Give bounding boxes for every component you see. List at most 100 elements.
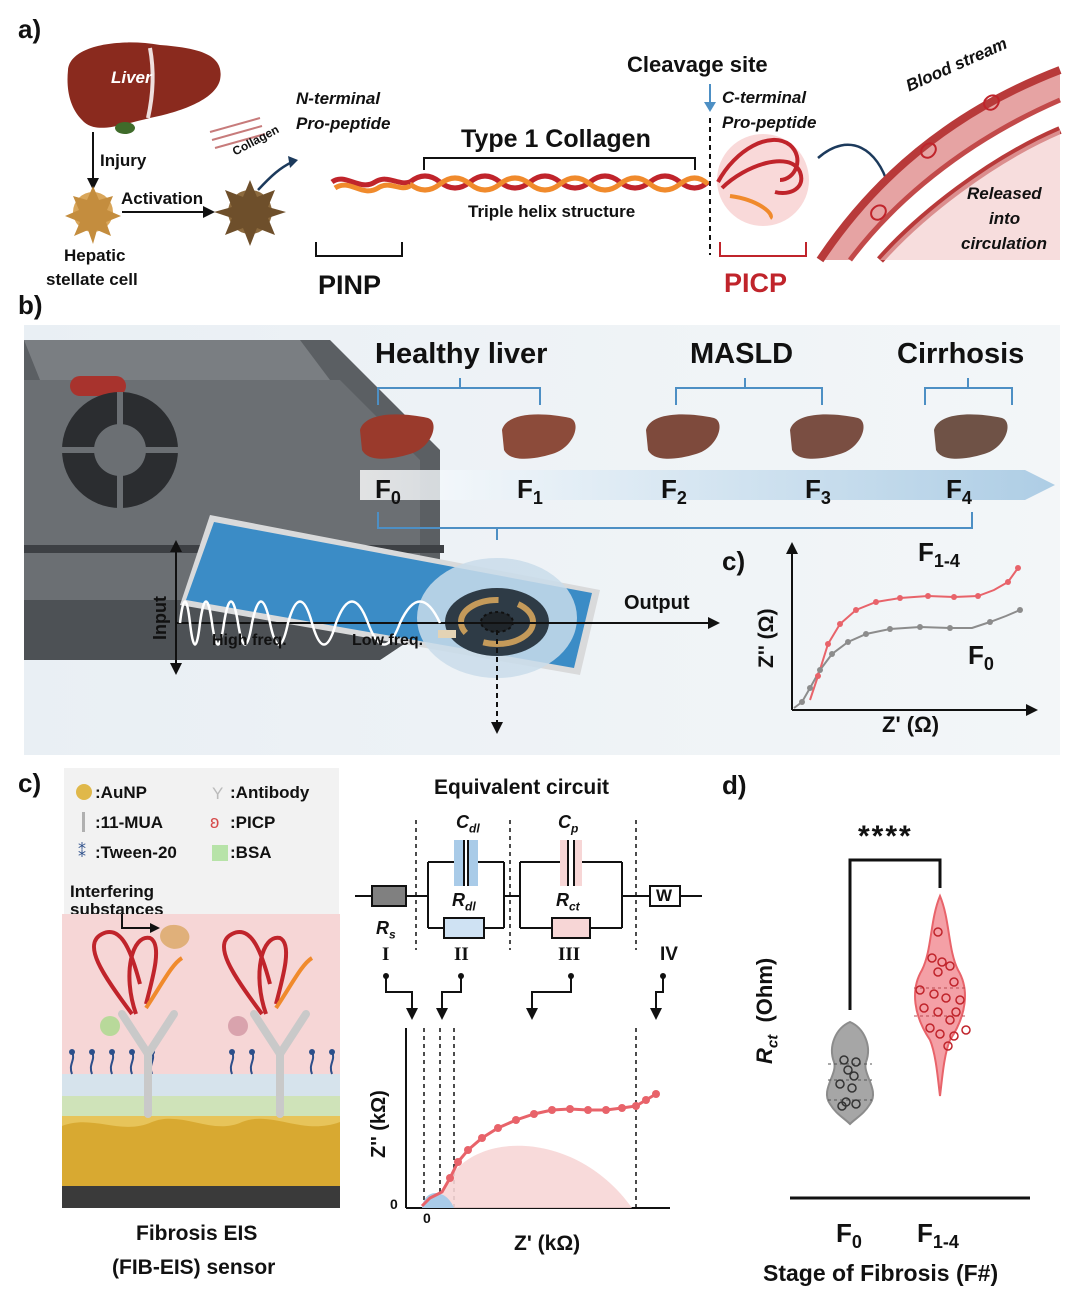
liver-f4-icon: [934, 414, 1008, 459]
panel-b-label: b): [18, 290, 43, 320]
legend-bsa: :BSA: [230, 843, 272, 862]
stage-f0-label: F0: [375, 474, 401, 509]
sensor-strip-icon: [180, 515, 600, 678]
antibody-1-icon: [118, 1010, 178, 1118]
roman-iii: III: [558, 944, 581, 965]
picp-bound-2-icon: [221, 930, 314, 1016]
panel-a-graphics: [65, 42, 1062, 263]
roman-iv: IV: [660, 944, 678, 965]
legend-mua: :11-MUA: [95, 813, 164, 832]
liver-f1-icon: [502, 414, 576, 459]
inset-f14-curve: [809, 567, 1019, 701]
nyquist-zero-y: 0: [390, 1196, 398, 1212]
group-f14-label: F1-4: [917, 1218, 959, 1253]
violin-plot: [790, 858, 1030, 1200]
circuit-title: Equivalent circuit: [434, 776, 610, 799]
output-label: Output: [624, 592, 690, 614]
triple-helix-label: Triple helix structure: [468, 202, 636, 221]
panel-b-graphics: [24, 325, 1060, 755]
inset-xlabel: Z' (Ω): [882, 712, 940, 737]
picp-label: PICP: [724, 268, 788, 298]
liver-f3-icon: [790, 414, 864, 459]
n-terminal-line1: N-terminal: [296, 89, 381, 108]
legend-aunp: :AuNP: [95, 783, 147, 802]
stage-f1-label: F1: [517, 474, 543, 509]
inset-ylabel: Z'' (Ω): [755, 608, 778, 668]
released-line1: Released: [967, 184, 1042, 203]
rct-label: Rct: [556, 890, 580, 914]
liver-f2-icon: [646, 414, 720, 459]
c-terminal-line1: C-terminal: [722, 88, 807, 107]
healthy-liver-label: Healthy liver: [375, 338, 548, 370]
f0-points: [835, 1055, 861, 1111]
cleavage-site-label: Cleavage site: [627, 52, 768, 77]
panel-c-inset-label: c): [722, 546, 746, 576]
stage-f4-label: F4: [946, 474, 972, 509]
input-wave: [178, 600, 442, 646]
roman-ii: II: [454, 944, 469, 965]
legend-box: [64, 768, 339, 914]
equivalent-circuit-diagram: [355, 820, 702, 1209]
sensor-surface-illustration: [62, 914, 340, 1208]
bsa-swatch: [212, 845, 228, 861]
liver-shape: [67, 42, 221, 128]
nyquist-zero-x: 0: [423, 1210, 431, 1226]
blood-vessel-icon: [816, 66, 1062, 263]
inset-f0-points: [799, 607, 1023, 705]
type1-collagen-label: Type 1 Collagen: [461, 125, 651, 153]
inset-f0-curve: [793, 609, 1021, 709]
liver-label: Liver: [111, 68, 152, 87]
f14-points: [915, 927, 971, 1051]
aunp-swatch: [76, 784, 92, 800]
hsc-quiescent-icon: [65, 186, 121, 244]
picp-icon: ʚ: [210, 812, 220, 832]
input-label: Input: [150, 596, 170, 640]
legend-antibody: :Antibody: [230, 783, 310, 802]
collagen-fibres-icon: [209, 117, 266, 149]
violin-ylabel: Rct (Ohm): [752, 957, 782, 1064]
hsc-activated-icon: [214, 180, 286, 246]
liver-f0-icon: [360, 414, 434, 459]
legend-picp: :PICP: [230, 813, 276, 832]
warburg-label: W: [656, 886, 673, 905]
triple-helix-icon: [408, 173, 710, 193]
panel-c-label: c): [18, 768, 42, 798]
roman-i: I: [382, 944, 390, 965]
sensor-title-line1: Fibrosis EIS: [136, 1222, 258, 1245]
hsc-label-line2: stellate cell: [46, 270, 138, 289]
antibody-2-icon: [250, 1010, 310, 1118]
injury-label: Injury: [100, 151, 147, 170]
inset-f14-points: [815, 565, 1021, 679]
pinp-label: PINP: [318, 270, 382, 300]
interfering-line1: Interfering: [70, 882, 155, 901]
violin-xlabel: Stage of Fibrosis (F#): [763, 1260, 999, 1286]
picp-bound-1-icon: [91, 930, 184, 1016]
activation-label: Activation: [121, 189, 204, 208]
panel-d-label: d): [722, 770, 747, 800]
masld-label: MASLD: [690, 338, 794, 370]
nyquist-xlabel: Z' (kΩ): [514, 1232, 581, 1255]
c-terminal-line2: Pro-peptide: [722, 113, 817, 132]
inset-nyquist-plot: [786, 542, 1038, 716]
panel-a-label: a): [18, 14, 42, 44]
nyquist-ylabel: Z'' (kΩ): [368, 1090, 390, 1158]
cirrhosis-label: Cirrhosis: [897, 338, 1025, 370]
n-terminal-line2: Pro-peptide: [296, 114, 391, 133]
released-line3: circulation: [961, 234, 1047, 253]
stage-f3-label: F3: [805, 474, 831, 509]
stage-f2-label: F2: [661, 474, 687, 509]
released-line2: into: [989, 209, 1021, 228]
rs-label: Rs: [376, 918, 396, 942]
violin-f14: [914, 893, 966, 1097]
legend-tween: :Tween-20: [95, 843, 177, 862]
hsc-label-line1: Hepatic: [64, 246, 126, 265]
progression-arrow: [360, 470, 1055, 500]
antibody-icon: Y: [212, 784, 224, 803]
sensor-title-line2: (FIB-EIS) sensor: [112, 1256, 276, 1279]
tween-icon: ⁑: [78, 844, 86, 861]
group-f0-label: F0: [836, 1218, 862, 1253]
significance-stars: ****: [858, 820, 913, 853]
cp-label: Cp: [558, 812, 579, 836]
low-freq-label: Low freq.: [352, 632, 424, 649]
rdl-label: Rdl: [452, 890, 476, 914]
